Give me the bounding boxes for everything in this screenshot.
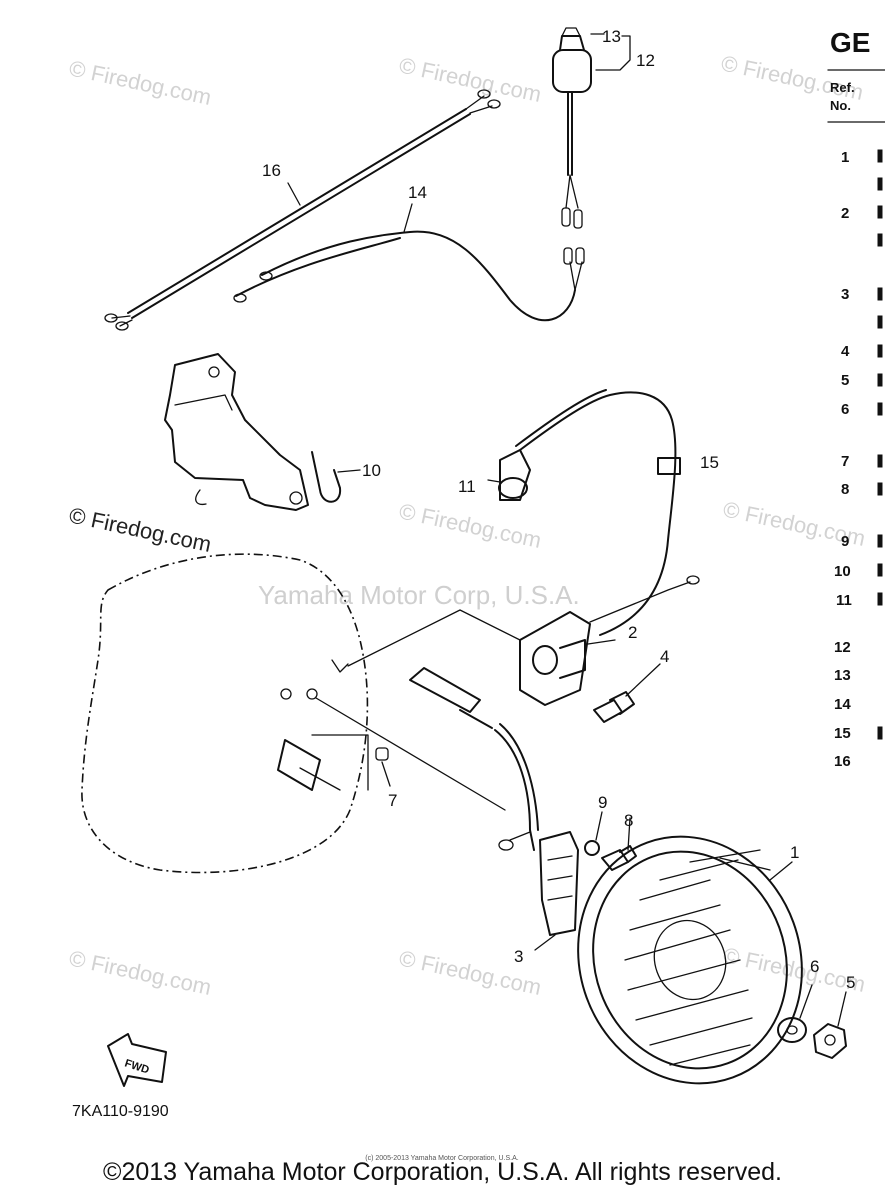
ref-header-line1: Ref. (830, 80, 855, 95)
callout-6: 6 (810, 957, 819, 976)
parts-list-title: GE (830, 27, 870, 58)
callout-3: 3 (514, 947, 523, 966)
crankshaft-end (277, 688, 506, 811)
ref-no-3: 3 (841, 286, 849, 303)
callout-13: 13 (602, 27, 621, 46)
watermark-layer: © Firedog.com © Firedog.com © Firedog.co… (67, 50, 868, 1000)
part-14-lead-wire (233, 203, 585, 322)
flywheel-fins (624, 849, 771, 1066)
watermark-dark: © Firedog.com (67, 502, 214, 557)
parts-list: GE Ref. No. 1 2 3 4 5 6 7 8 9 10 11 12 1… (827, 27, 885, 770)
part-5-nut (813, 991, 847, 1059)
part-8-screw (601, 817, 637, 871)
ref-no-8: 8 (841, 481, 849, 498)
watermark: © Firedog.com (67, 945, 214, 1000)
part-4-bolt (593, 663, 661, 723)
engine-outline (81, 553, 521, 874)
part-1-flywheel (577, 835, 803, 1085)
ref-no-12: 12 (834, 639, 851, 656)
ref-no-10: 10 (834, 563, 851, 580)
part-3-charge-coil (409, 667, 579, 951)
ref-no-13: 13 (834, 667, 851, 684)
ref-no-5: 5 (841, 372, 849, 389)
ref-no-14: 14 (834, 696, 851, 713)
callout-11: 11 (458, 477, 476, 496)
ref-header-line2: No. (830, 98, 851, 113)
part-12-switch (552, 27, 631, 229)
ref-no-1: 1 (841, 149, 849, 166)
ref-no-11: 11 (836, 592, 852, 609)
callout-15: 15 (700, 453, 719, 472)
ref-no-4: 4 (841, 343, 850, 360)
watermark: © Firedog.com (719, 50, 866, 105)
callout-4: 4 (660, 647, 669, 666)
callout-9: 9 (598, 793, 607, 812)
ref-no-7: 7 (841, 453, 849, 470)
callout-14: 14 (408, 183, 427, 202)
ref-no-15: 15 (834, 725, 851, 742)
ref-no-6: 6 (841, 401, 849, 418)
callout-2: 2 (628, 623, 637, 642)
callout-10: 10 (362, 461, 381, 480)
part-16-wire-lead (104, 89, 501, 331)
part-6-washer (777, 984, 813, 1043)
part-11-plug-cap (487, 389, 681, 636)
callout-5: 5 (846, 973, 855, 992)
callout-7: 7 (388, 791, 397, 810)
callout-1: 1 (790, 843, 799, 862)
part-9-washer (584, 811, 603, 856)
ref-no-9: 9 (841, 533, 849, 550)
watermark: © Firedog.com (397, 52, 544, 107)
callout-8: 8 (624, 811, 633, 830)
watermark: © Firedog.com (397, 498, 544, 553)
diagram-code: 7KA110-9190 (72, 1103, 169, 1120)
ref-no-2: 2 (841, 205, 849, 222)
callout-labels: 1 2 3 4 5 6 7 8 9 10 11 12 13 14 15 16 (262, 27, 855, 992)
ref-no-16: 16 (834, 753, 851, 770)
part-2-ignition-coil (519, 575, 700, 706)
fwd-arrow: FWD (107, 1033, 167, 1087)
callout-16: 16 (262, 161, 281, 180)
cropped-part-codes (877, 149, 883, 740)
small-copyright: (c) 2005-2013 Yamaha Motor Corporation, … (365, 1155, 518, 1162)
fwd-label: FWD (123, 1057, 151, 1076)
bracket-assembly (164, 353, 361, 511)
footer-copyright: ©2013 Yamaha Motor Corporation, U.S.A. A… (103, 1158, 782, 1186)
watermark: © Firedog.com (67, 55, 214, 110)
center-watermark: Yamaha Motor Corp, U.S.A. (258, 580, 580, 610)
callout-12: 12 (636, 51, 655, 70)
